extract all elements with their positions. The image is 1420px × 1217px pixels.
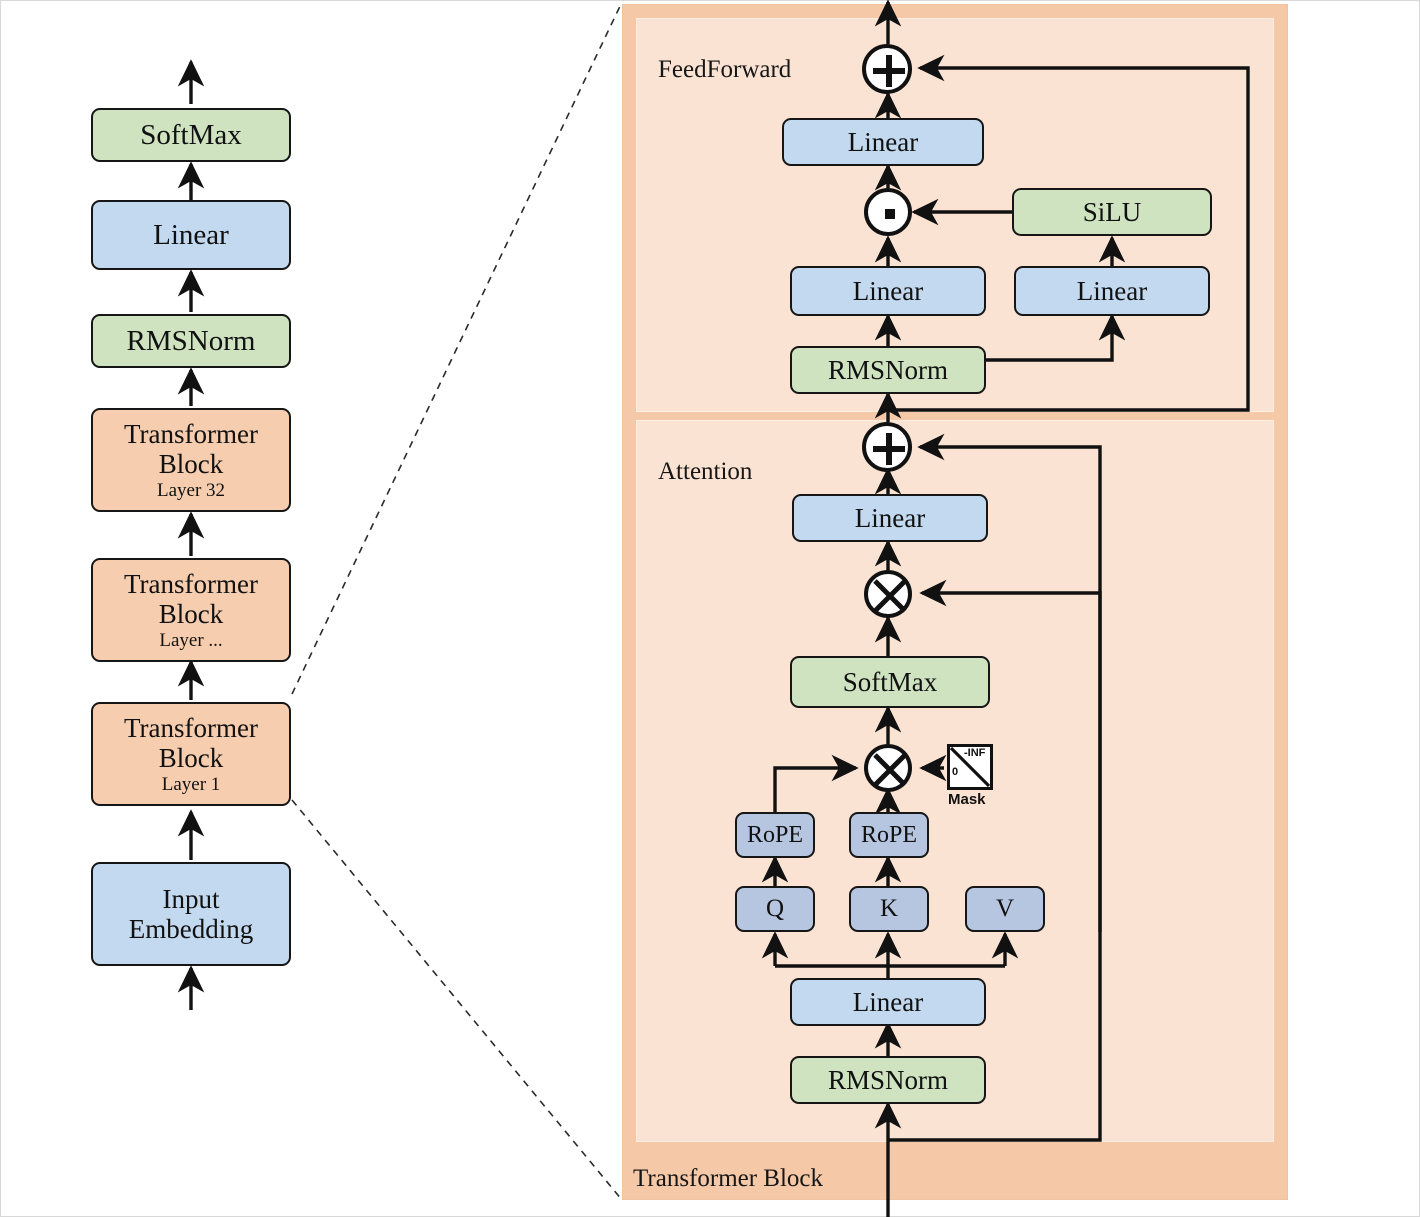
- node-label-line1: Transformer: [124, 712, 258, 743]
- attention-section-title: Attention: [658, 458, 753, 485]
- node-sublabel: Layer 1: [161, 774, 221, 796]
- node-label: SoftMax: [842, 666, 938, 697]
- node-label: RoPE: [860, 821, 917, 848]
- node-label: RMSNorm: [827, 354, 949, 385]
- left-node-transformer-block-32[interactable]: Transformer Block Layer 32: [91, 408, 291, 512]
- mask-upper-value: -INF: [964, 747, 986, 759]
- plus-icon: [873, 433, 905, 465]
- plus-icon: [873, 55, 905, 87]
- node-sublabel: Layer 32: [156, 480, 226, 502]
- node-label: RMSNorm: [126, 324, 256, 357]
- attention-linear-out[interactable]: Linear: [792, 494, 988, 542]
- node-label: RMSNorm: [827, 1064, 949, 1095]
- mask-lower-value: 0: [952, 766, 959, 778]
- attention-matmul-qk-node[interactable]: [864, 744, 912, 792]
- node-label-line2: Block: [158, 448, 224, 479]
- node-label-line2: Block: [158, 742, 224, 773]
- node-label: Linear: [847, 126, 919, 157]
- attention-q[interactable]: Q: [735, 886, 815, 932]
- left-node-input-embedding[interactable]: Input Embedding: [91, 862, 291, 966]
- left-node-softmax[interactable]: SoftMax: [91, 108, 291, 162]
- node-label-line2: Block: [158, 598, 224, 629]
- node-label-line2: Embedding: [128, 914, 254, 944]
- multiply-icon: [873, 579, 907, 613]
- mask-caption: Mask: [948, 791, 986, 808]
- left-node-transformer-block-1[interactable]: Transformer Block Layer 1: [91, 702, 291, 806]
- feedforward-silu[interactable]: SiLU: [1012, 188, 1212, 236]
- attention-k[interactable]: K: [849, 886, 929, 932]
- dot-product-icon: [885, 209, 895, 219]
- multiply-icon: [873, 753, 907, 787]
- node-label: SoftMax: [140, 118, 242, 151]
- feedforward-section-title: FeedForward: [658, 56, 792, 83]
- node-label-line1: Input: [162, 883, 220, 914]
- feedforward-linear-up[interactable]: Linear: [1014, 266, 1210, 316]
- left-node-rmsnorm[interactable]: RMSNorm: [91, 314, 291, 368]
- attention-add-node[interactable]: [862, 422, 912, 472]
- mask-icon[interactable]: [947, 744, 993, 790]
- node-label: Linear: [852, 275, 924, 306]
- attention-softmax[interactable]: SoftMax: [790, 656, 990, 708]
- node-label: Linear: [153, 218, 229, 251]
- attention-rope-q[interactable]: RoPE: [735, 812, 815, 858]
- feedforward-add-node[interactable]: [862, 44, 912, 94]
- attention-rope-k[interactable]: RoPE: [849, 812, 929, 858]
- node-label: V: [995, 895, 1015, 922]
- attention-matmul-value-node[interactable]: [864, 570, 912, 618]
- mask-diagonal-icon: [949, 746, 991, 788]
- transformer-block-title: Transformer Block: [633, 1165, 824, 1192]
- node-label: SiLU: [1082, 196, 1142, 227]
- node-label: Linear: [852, 986, 924, 1017]
- attention-linear-qkv[interactable]: Linear: [790, 978, 986, 1026]
- node-label: RoPE: [746, 821, 803, 848]
- feedforward-linear-out[interactable]: Linear: [782, 118, 984, 166]
- node-label: Linear: [1076, 275, 1148, 306]
- attention-v[interactable]: V: [965, 886, 1045, 932]
- node-label: Q: [765, 895, 785, 922]
- node-sublabel: Layer ...: [159, 630, 223, 652]
- node-label-line1: Transformer: [124, 418, 258, 449]
- feedforward-rmsnorm[interactable]: RMSNorm: [790, 346, 986, 394]
- node-label: Linear: [854, 502, 926, 533]
- left-node-transformer-block-mid[interactable]: Transformer Block Layer ...: [91, 558, 291, 662]
- node-label: K: [879, 895, 899, 922]
- feedforward-product-node[interactable]: [864, 188, 912, 236]
- attention-rmsnorm[interactable]: RMSNorm: [790, 1056, 986, 1104]
- feedforward-linear-gate[interactable]: Linear: [790, 266, 986, 316]
- node-label-line1: Transformer: [124, 568, 258, 599]
- left-node-linear[interactable]: Linear: [91, 200, 291, 270]
